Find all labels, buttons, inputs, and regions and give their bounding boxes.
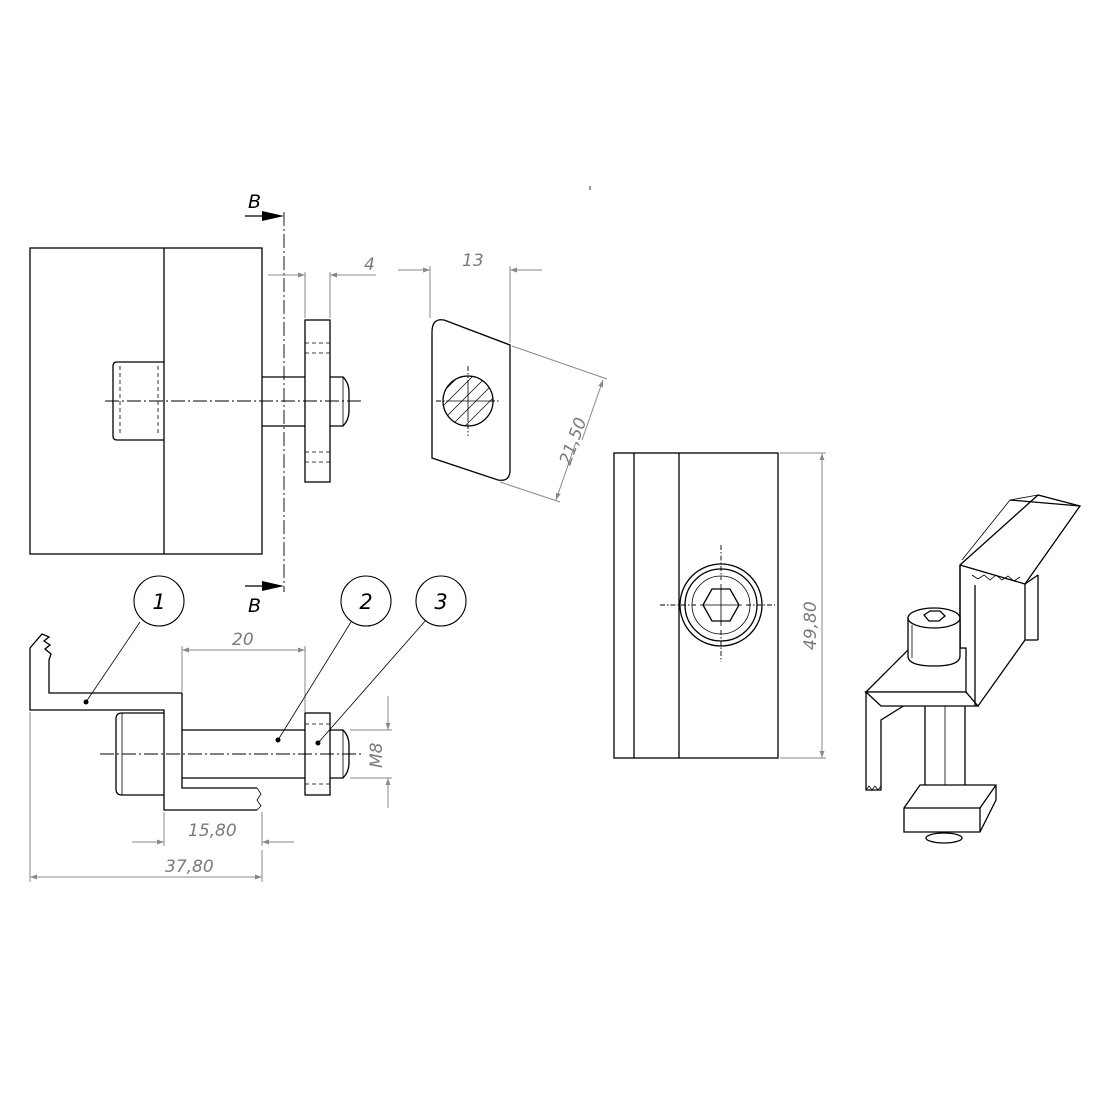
dimension-20: 20 [232,630,254,650]
section-arrow-bottom [262,581,284,591]
dimension-37-80: 37,80 [165,857,214,877]
iso-socket-screw [907,617,961,667]
balloon-2: 2 [340,575,392,627]
top-view: 49,80 [613,452,826,759]
section-arrow-top [262,211,284,221]
iso-upper-wall [959,494,1082,708]
front-view: B B 4 [29,191,376,617]
side-view: 20 M8 15,80 37,80 1 2 [29,575,467,882]
svg-text:3: 3 [434,590,447,614]
top-view-outline [613,452,779,759]
section-label-bottom: B [248,595,261,617]
iso-lower-tab [865,691,931,791]
dimension-4: 4 [364,255,375,275]
nut-section-outline [431,319,511,481]
clamp-profile-outer [29,633,257,811]
balloon-1: 1 [133,575,185,627]
dimension-21-50: 21,50 [556,415,591,468]
isometric-view [864,494,1082,844]
balloon-3: 3 [415,575,467,627]
dimension-49-80: 49,80 [801,601,821,650]
dimension-m8: M8 [367,742,387,768]
section-label-top: B [248,191,261,213]
bolt-head-side [115,712,164,796]
dimension-13: 13 [462,251,484,271]
clamp-profile-inner [181,693,257,789]
dimension-15-80: 15,80 [188,821,237,841]
svg-text:2: 2 [359,590,372,614]
nut-section-view: 13 21,50 [398,251,608,503]
iso-hex-socket [923,610,946,622]
svg-text:1: 1 [152,590,165,614]
bolt-tip [330,376,350,427]
